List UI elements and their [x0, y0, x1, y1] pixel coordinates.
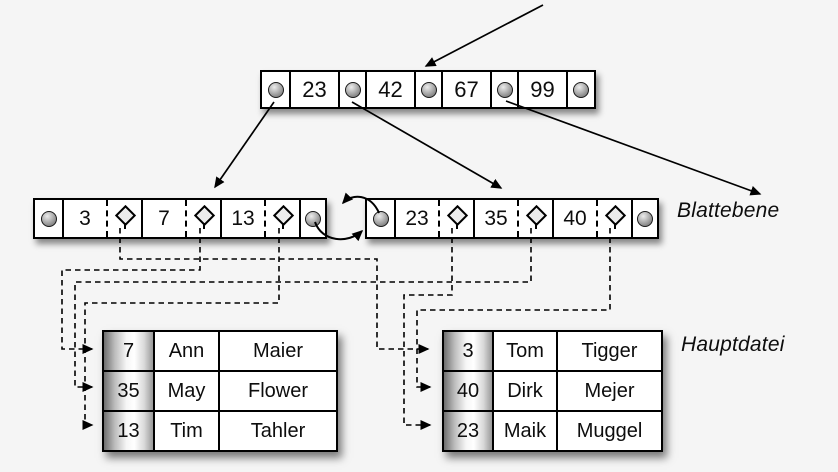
- leaf-key-value: 3: [79, 206, 91, 230]
- leaf-key-value: 40: [563, 206, 587, 230]
- pointer-circle-icon: [420, 81, 437, 98]
- diamond-stem: [123, 223, 126, 229]
- record-firstname-cell: Maik: [492, 412, 556, 450]
- leaf-pointer-cell: [35, 200, 62, 237]
- record-lastname-cell: Flower: [218, 372, 336, 410]
- record-key-cell: 3: [444, 332, 492, 370]
- diamond-stem: [281, 223, 284, 229]
- leaf-key-cell: 7: [141, 200, 220, 237]
- record-firstname-cell: Tom: [492, 332, 556, 370]
- pointer-circle-icon: [496, 81, 513, 98]
- leaf-key-value: 13: [231, 206, 255, 230]
- diamond-stem: [534, 223, 537, 229]
- root-pointer-cell-5: [566, 72, 594, 107]
- leaf-key-cell: 23: [394, 200, 473, 237]
- root-key-value: 42: [378, 76, 403, 102]
- diamond-stem: [613, 223, 616, 229]
- record-pointer-area: [106, 200, 141, 237]
- pointer-circle-icon: [573, 81, 589, 98]
- root-pointer-cell-1: [262, 72, 289, 107]
- root-key-cell-4: 99: [517, 72, 566, 107]
- record-pointer-area: [185, 200, 220, 237]
- pointer-circle-icon: [40, 210, 57, 227]
- leaf-key-value: 23: [405, 206, 429, 230]
- leaf-key-value: 7: [158, 206, 170, 230]
- leaf-pointer-cell: [367, 200, 394, 237]
- record-table-right: 3 Tom Tigger 40 Dirk Mejer 23 Maik Mugge…: [442, 330, 663, 452]
- record-firstname-cell: Dirk: [492, 372, 556, 410]
- root-key-value: 99: [530, 76, 555, 102]
- record-lastname-cell: Tigger: [556, 332, 661, 370]
- root-pointer-cell-2: [338, 72, 365, 107]
- record-key-cell: 35: [104, 372, 153, 410]
- table-row: 7 Ann Maier: [104, 332, 336, 370]
- record-firstname-cell: May: [153, 372, 218, 410]
- root-pointer-cell-3: [414, 72, 441, 107]
- root-key-cell-3: 67: [441, 72, 490, 107]
- table-row: 13 Tim Tahler: [104, 410, 336, 450]
- leaf-key-cell: 35: [473, 200, 552, 237]
- record-firstname-cell: Tim: [153, 412, 218, 450]
- record-key-cell: 40: [444, 372, 492, 410]
- root-node: 23 42 67 99: [260, 70, 596, 109]
- table-row: 35 May Flower: [104, 370, 336, 410]
- leaf-key-cell: 40: [552, 200, 631, 237]
- table-row: 23 Maik Muggel: [444, 410, 661, 450]
- record-key-cell: 23: [444, 412, 492, 450]
- record-key-cell: 7: [104, 332, 153, 370]
- main-file-label: Hauptdatei: [681, 333, 785, 356]
- leaf-key-cell: 13: [220, 200, 299, 237]
- arrow-into-root: [424, 4, 544, 67]
- pointer-circle-icon: [372, 210, 389, 227]
- root-pointer-cell-4: [490, 72, 517, 107]
- record-lastname-cell: Muggel: [556, 412, 661, 450]
- record-firstname-cell: Ann: [153, 332, 218, 370]
- record-pointer-area: [438, 200, 473, 237]
- root-key-value: 67: [454, 76, 479, 102]
- arrow-root-to-right-leaf: [351, 101, 503, 189]
- root-key-cell-1: 23: [289, 72, 338, 107]
- leaf-pointer-cell: [631, 200, 657, 237]
- record-pointer-area: [264, 200, 299, 237]
- arrow-root-to-left-leaf: [214, 101, 275, 189]
- pointer-circle-icon: [344, 81, 361, 98]
- diamond-stem: [455, 223, 458, 229]
- leaf-key-cell: 3: [62, 200, 141, 237]
- table-row: 3 Tom Tigger: [444, 332, 661, 370]
- pointer-circle-icon: [637, 210, 653, 227]
- record-key-cell: 13: [104, 412, 153, 450]
- record-lastname-cell: Tahler: [218, 412, 336, 450]
- arrow-root-to-next-leaf: [505, 100, 762, 196]
- pointer-circle-icon: [305, 210, 321, 227]
- leaf-level-label: Blattebene: [677, 199, 780, 222]
- table-row: 40 Dirk Mejer: [444, 370, 661, 410]
- diamond-stem: [202, 223, 205, 229]
- leaf-node-right: 23 35 40: [365, 198, 659, 239]
- root-key-cell-2: 42: [365, 72, 414, 107]
- record-pointer-area: [596, 200, 631, 237]
- leaf-pointer-cell: [299, 200, 325, 237]
- record-lastname-cell: Maier: [218, 332, 336, 370]
- record-lastname-cell: Mejer: [556, 372, 661, 410]
- root-key-value: 23: [302, 76, 327, 102]
- leaf-node-left: 3 7 13: [33, 198, 327, 239]
- record-pointer-area: [517, 200, 552, 237]
- pointer-circle-icon: [267, 81, 284, 98]
- leaf-key-value: 35: [484, 206, 508, 230]
- record-table-left: 7 Ann Maier 35 May Flower 13 Tim Tahler: [102, 330, 338, 452]
